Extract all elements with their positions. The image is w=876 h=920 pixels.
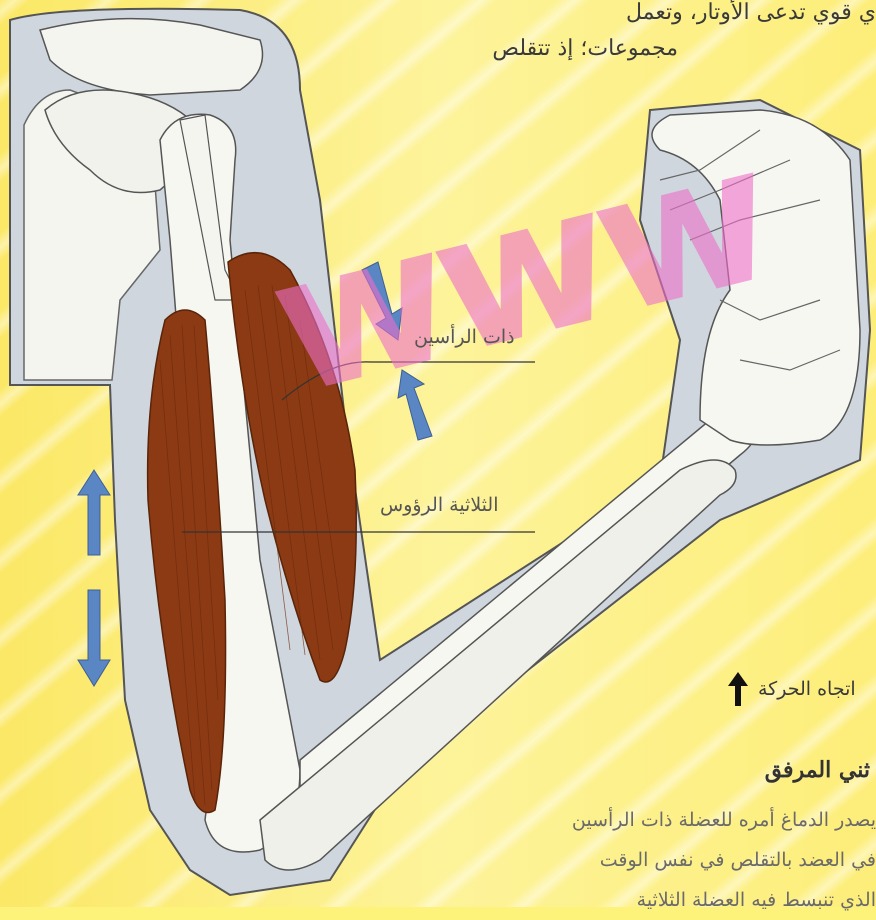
paragraph-line-2: في العضد بالتقلص في نفس الوقت — [572, 840, 876, 880]
section-title: ثني المرفق — [765, 757, 870, 783]
arrow-down-triceps — [78, 590, 110, 686]
arrow-up-triceps — [78, 470, 110, 555]
label-biceps: ذات الرأسين — [414, 326, 515, 348]
header-line-2: مجموعات؛ إذ تتقلص — [492, 36, 678, 61]
paragraph-line-3: الذي تنبسط فيه العضلة الثلاثية — [572, 880, 876, 920]
label-triceps: الثلاثية الرؤوس — [380, 494, 498, 516]
up-arrow-icon — [728, 672, 748, 706]
motion-direction-legend: اتجاه الحركة — [728, 672, 856, 706]
header-line-1: ي قوي تدعى الأوتار، وتعمل — [626, 0, 876, 25]
paragraph-line-1: يصدر الدماغ أمره للعضلة ذات الرأسين — [572, 800, 876, 840]
section-paragraph: يصدر الدماغ أمره للعضلة ذات الرأسين في ا… — [572, 800, 876, 920]
legend-text: اتجاه الحركة — [758, 678, 856, 700]
